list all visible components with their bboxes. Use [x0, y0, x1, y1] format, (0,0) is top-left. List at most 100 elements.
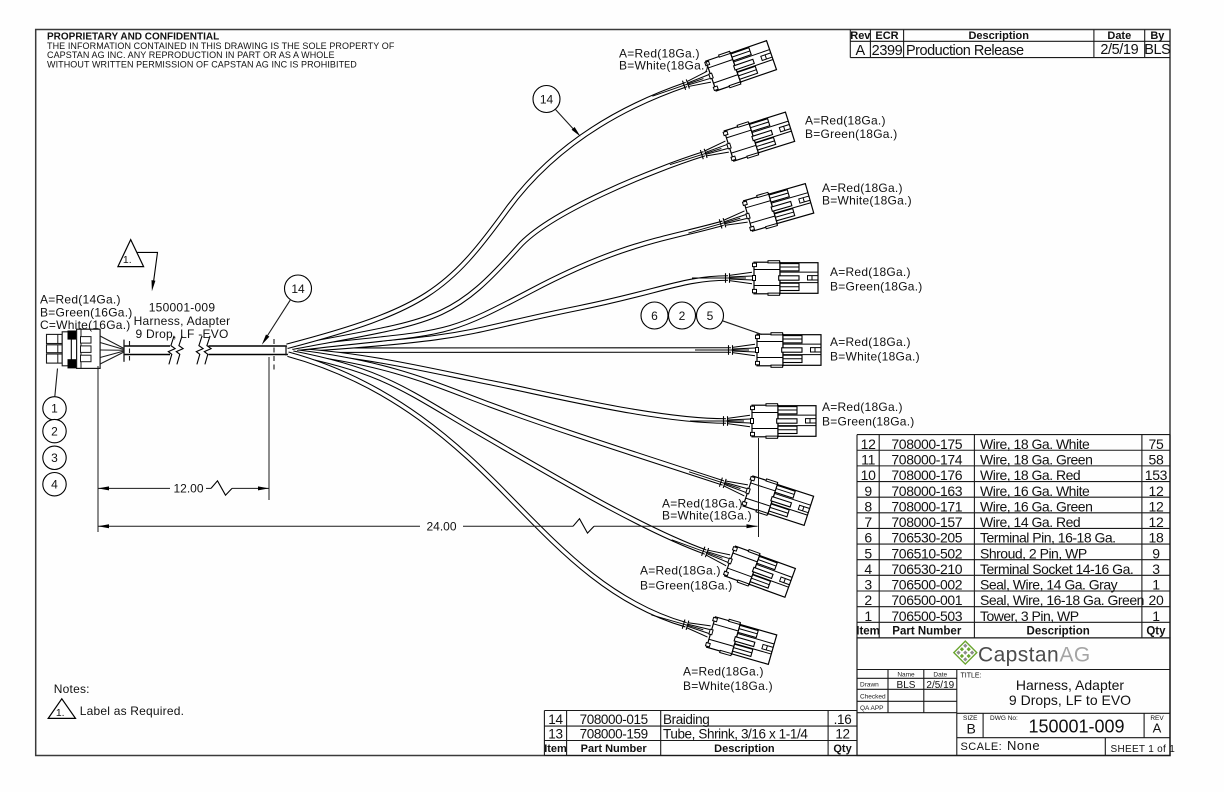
svg-text:706500-002: 706500-002 — [891, 577, 962, 593]
svg-text:B=White(18Ga.): B=White(18Ga.) — [830, 349, 920, 363]
svg-text:Wire, 18 Ga. Red: Wire, 18 Ga. Red — [980, 467, 1080, 483]
svg-text:BLS: BLS — [1144, 42, 1170, 58]
svg-text:20: 20 — [1148, 592, 1163, 608]
svg-text:Description: Description — [714, 743, 775, 755]
svg-text:1: 1 — [1152, 608, 1160, 624]
svg-text:Item: Item — [544, 743, 567, 755]
svg-text:Seal, Wire, 14 Ga. Gray: Seal, Wire, 14 Ga. Gray — [980, 577, 1118, 593]
svg-text:Production Release: Production Release — [906, 43, 1024, 59]
svg-text:ECR: ECR — [875, 30, 898, 42]
svg-text:12: 12 — [861, 436, 876, 452]
svg-text:13: 13 — [548, 726, 562, 741]
svg-text:2/5/19: 2/5/19 — [1100, 42, 1138, 58]
svg-text:A=Red(18Ga.): A=Red(18Ga.) — [805, 114, 886, 128]
svg-text:14: 14 — [548, 712, 563, 727]
svg-text:3: 3 — [51, 451, 58, 465]
svg-text:Notes:: Notes: — [54, 682, 90, 696]
svg-text:150001-009: 150001-009 — [149, 301, 216, 315]
svg-text:Description: Description — [968, 30, 1029, 42]
svg-text:Qty: Qty — [1146, 625, 1166, 637]
svg-text:Part Number: Part Number — [581, 743, 648, 755]
svg-text:DWG No:: DWG No: — [990, 715, 1018, 722]
svg-text:Drawn: Drawn — [860, 682, 879, 689]
svg-text:Label as Required.: Label as Required. — [80, 704, 184, 718]
svg-text:A=Red(18Ga.): A=Red(18Ga.) — [640, 564, 721, 578]
svg-text:3: 3 — [1152, 561, 1160, 577]
svg-text:B=White(18Ga.): B=White(18Ga.) — [662, 509, 752, 523]
svg-text:QA APP: QA APP — [860, 705, 884, 712]
svg-text:A: A — [856, 43, 866, 59]
svg-text:708000-163: 708000-163 — [891, 483, 962, 499]
svg-text:8: 8 — [864, 498, 872, 514]
svg-text:10: 10 — [861, 467, 876, 483]
svg-text:A=Red(18Ga.): A=Red(18Ga.) — [830, 335, 911, 349]
svg-text:Wire, 16 Ga. Green: Wire, 16 Ga. Green — [980, 498, 1092, 514]
svg-text:708000-157: 708000-157 — [891, 514, 962, 530]
svg-text:B=Green(18Ga.): B=Green(18Ga.) — [830, 280, 923, 294]
svg-text:2/5/19: 2/5/19 — [926, 680, 954, 691]
svg-text:Name: Name — [897, 672, 915, 679]
svg-text:12: 12 — [1148, 483, 1163, 499]
svg-text:Harness, Adapter: Harness, Adapter — [1016, 677, 1125, 693]
svg-text:9: 9 — [1152, 545, 1160, 561]
svg-text:706500-001: 706500-001 — [891, 592, 962, 608]
svg-text:A: A — [1153, 721, 1162, 736]
svg-text:9: 9 — [864, 483, 872, 499]
svg-text:Wire, 14 Ga. Red: Wire, 14 Ga. Red — [980, 514, 1080, 530]
svg-text:A=Red(18Ga.): A=Red(18Ga.) — [822, 400, 903, 414]
svg-text:75: 75 — [1148, 436, 1163, 452]
svg-text:Seal, Wire, 16-18 Ga. Green: Seal, Wire, 16-18 Ga. Green — [980, 592, 1144, 608]
svg-text:5: 5 — [864, 545, 872, 561]
svg-text:A=Red(18Ga.): A=Red(18Ga.) — [683, 665, 764, 679]
svg-text:2399: 2399 — [872, 43, 903, 59]
svg-text:SHEET 1 of 1: SHEET 1 of 1 — [1111, 744, 1176, 755]
svg-text:B=White(18Ga.): B=White(18Ga.) — [822, 194, 912, 208]
svg-text:AG: AG — [1060, 643, 1091, 666]
svg-text:B=Green(18Ga.): B=Green(18Ga.) — [822, 415, 915, 429]
svg-text:Description: Description — [1027, 625, 1090, 637]
svg-text:C=White(16Ga.): C=White(16Ga.) — [40, 318, 131, 332]
svg-text:706530-205: 706530-205 — [891, 530, 962, 546]
svg-text:2: 2 — [679, 309, 686, 323]
svg-text:Wire, 18 Ga. White: Wire, 18 Ga. White — [980, 436, 1090, 452]
svg-text:Date: Date — [933, 672, 947, 679]
svg-text:9 Drops, LF to EVO: 9 Drops, LF to EVO — [1009, 692, 1131, 708]
svg-text:14: 14 — [291, 282, 305, 296]
svg-text:Shroud, 2 Pin, WP: Shroud, 2 Pin, WP — [980, 545, 1087, 561]
svg-text:18: 18 — [1148, 530, 1163, 546]
svg-text:Checked: Checked — [860, 694, 886, 701]
svg-text:B: B — [967, 721, 976, 737]
svg-text:706530-210: 706530-210 — [891, 561, 962, 577]
svg-text:706500-503: 706500-503 — [891, 608, 962, 624]
svg-text:4: 4 — [864, 561, 872, 577]
svg-text:Part Number: Part Number — [892, 625, 962, 637]
svg-text:1: 1 — [1152, 577, 1160, 593]
svg-text:Harness, Adapter: Harness, Adapter — [134, 314, 231, 328]
svg-text:1.: 1. — [56, 707, 65, 719]
svg-text:708000-175: 708000-175 — [891, 436, 962, 452]
svg-text:Tower, 3 Pin, WP: Tower, 3 Pin, WP — [980, 608, 1079, 624]
svg-text:.16: .16 — [834, 712, 852, 727]
svg-text:Item: Item — [856, 625, 880, 637]
svg-text:706510-502: 706510-502 — [891, 545, 962, 561]
svg-text:11: 11 — [861, 451, 875, 467]
svg-text:Tube, Shrink, 3/16 x 1-1/4: Tube, Shrink, 3/16 x 1-1/4 — [663, 726, 808, 741]
svg-text:12: 12 — [1148, 498, 1163, 514]
svg-text:14: 14 — [540, 92, 554, 106]
svg-text:708000-174: 708000-174 — [891, 451, 962, 467]
svg-text:B=White(18Ga.): B=White(18Ga.) — [619, 59, 709, 73]
svg-text:Wire, 16 Ga. White: Wire, 16 Ga. White — [980, 483, 1090, 499]
svg-text:1: 1 — [864, 608, 872, 624]
svg-text:Rev: Rev — [850, 30, 871, 42]
svg-text:Date: Date — [1107, 30, 1131, 42]
svg-text:150001-009: 150001-009 — [1028, 717, 1124, 737]
svg-text:6: 6 — [651, 309, 658, 323]
svg-text:WITHOUT WRITTEN PERMISSION OF: WITHOUT WRITTEN PERMISSION OF CAPSTAN AG… — [47, 60, 357, 70]
svg-text:Braiding: Braiding — [663, 712, 709, 727]
svg-text:Terminal Pin, 16-18 Ga.: Terminal Pin, 16-18 Ga. — [980, 530, 1116, 546]
svg-text:5: 5 — [707, 309, 714, 323]
svg-text:SCALE:: SCALE: — [961, 741, 1003, 753]
svg-text:153: 153 — [1145, 467, 1168, 483]
svg-text:708000-176: 708000-176 — [891, 467, 962, 483]
svg-text:12.00: 12.00 — [173, 482, 203, 496]
